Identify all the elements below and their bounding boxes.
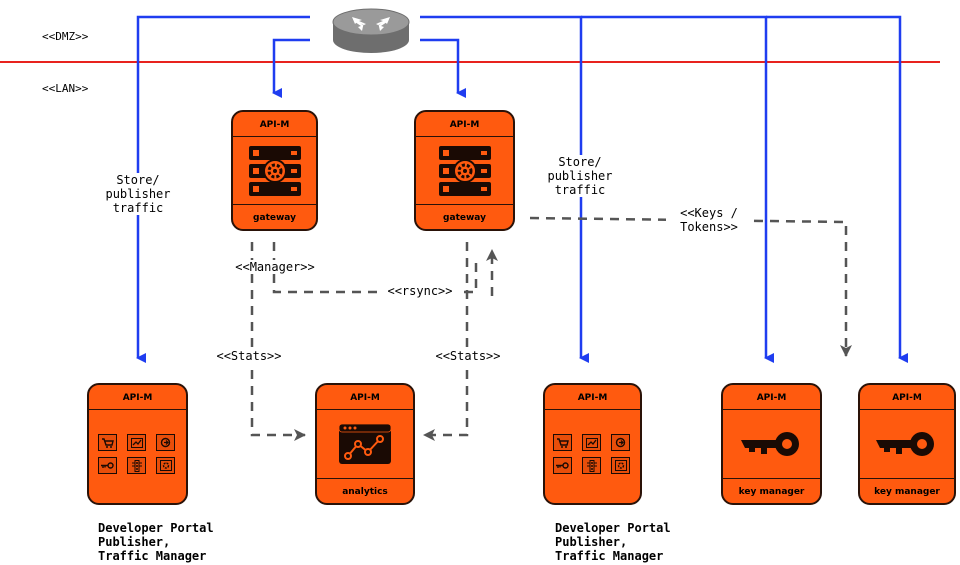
node-title: API-M bbox=[122, 393, 153, 403]
portal-node-1[interactable]: API-M bbox=[87, 383, 188, 505]
store-traffic-label-left: Store/ publisher traffic bbox=[98, 173, 178, 215]
cart-icon bbox=[98, 434, 117, 451]
manager-label: <<Manager>> bbox=[222, 260, 328, 274]
node-title: API-M bbox=[350, 393, 380, 403]
refresh-icon bbox=[611, 434, 630, 451]
traffic-line-gateway2 bbox=[420, 38, 466, 98]
stats-label-left: <<Stats>> bbox=[206, 349, 292, 363]
node-title: API-M bbox=[449, 120, 480, 130]
stats-label-right: <<Stats>> bbox=[428, 349, 508, 363]
traffic-line-portal1 bbox=[136, 15, 310, 363]
refresh-icon bbox=[156, 434, 175, 451]
analytics-node[interactable]: API-M analytics bbox=[315, 383, 415, 505]
chart-icon bbox=[127, 434, 146, 451]
stats-line-left bbox=[250, 242, 306, 441]
portal-grid-icon bbox=[89, 413, 186, 495]
dmz-label: <<DMZ>> bbox=[42, 30, 89, 43]
keys-tokens-label: <<Keys / Tokens>> bbox=[666, 206, 752, 234]
node-caption: key manager bbox=[874, 487, 940, 497]
chart-icon bbox=[582, 434, 601, 451]
server-gear-icon bbox=[416, 140, 513, 201]
key-icon bbox=[98, 457, 117, 474]
keymanager-node-1[interactable]: API-M key manager bbox=[721, 383, 822, 505]
router-icon bbox=[332, 8, 410, 53]
key-icon bbox=[553, 457, 572, 474]
gateway-node-2[interactable]: API-M gateway bbox=[414, 110, 515, 231]
portal-node-2[interactable]: API-M bbox=[543, 383, 642, 505]
node-caption: key manager bbox=[738, 487, 805, 497]
server-gear-icon bbox=[233, 140, 316, 201]
traffic-lines bbox=[136, 15, 908, 363]
keymanager-node-2[interactable]: API-M key manager bbox=[858, 383, 956, 505]
node-caption: gateway bbox=[443, 213, 486, 223]
settings-icon bbox=[611, 457, 630, 474]
traffic-light-icon bbox=[127, 457, 146, 474]
settings-icon bbox=[156, 457, 175, 474]
key-icon bbox=[723, 413, 820, 475]
node-title: API-M bbox=[259, 120, 290, 130]
node-title: API-M bbox=[577, 393, 608, 403]
cart-icon bbox=[553, 434, 572, 451]
traffic-light-icon bbox=[582, 457, 601, 474]
key-icon bbox=[860, 413, 954, 475]
node-caption: analytics bbox=[342, 487, 388, 497]
analytics-chart-icon bbox=[317, 413, 413, 475]
lan-label: <<LAN>> bbox=[42, 82, 89, 95]
portal-description-2: Developer Portal Publisher, Traffic Mana… bbox=[555, 521, 671, 563]
store-traffic-label-right: Store/ publisher traffic bbox=[540, 155, 620, 197]
node-title: API-M bbox=[892, 393, 922, 403]
traffic-line-gateway1 bbox=[272, 38, 310, 98]
rsync-label: <<rsync>> bbox=[380, 284, 460, 298]
gateway-node-1[interactable]: API-M gateway bbox=[231, 110, 318, 231]
stats-line-right bbox=[423, 242, 469, 441]
traffic-line-keymanager2 bbox=[766, 15, 908, 363]
portal-grid-icon bbox=[545, 413, 640, 495]
portal-description-1: Developer Portal Publisher, Traffic Mana… bbox=[98, 521, 214, 563]
node-title: API-M bbox=[756, 393, 787, 403]
keys-line bbox=[529, 216, 852, 357]
node-caption: gateway bbox=[253, 213, 296, 223]
